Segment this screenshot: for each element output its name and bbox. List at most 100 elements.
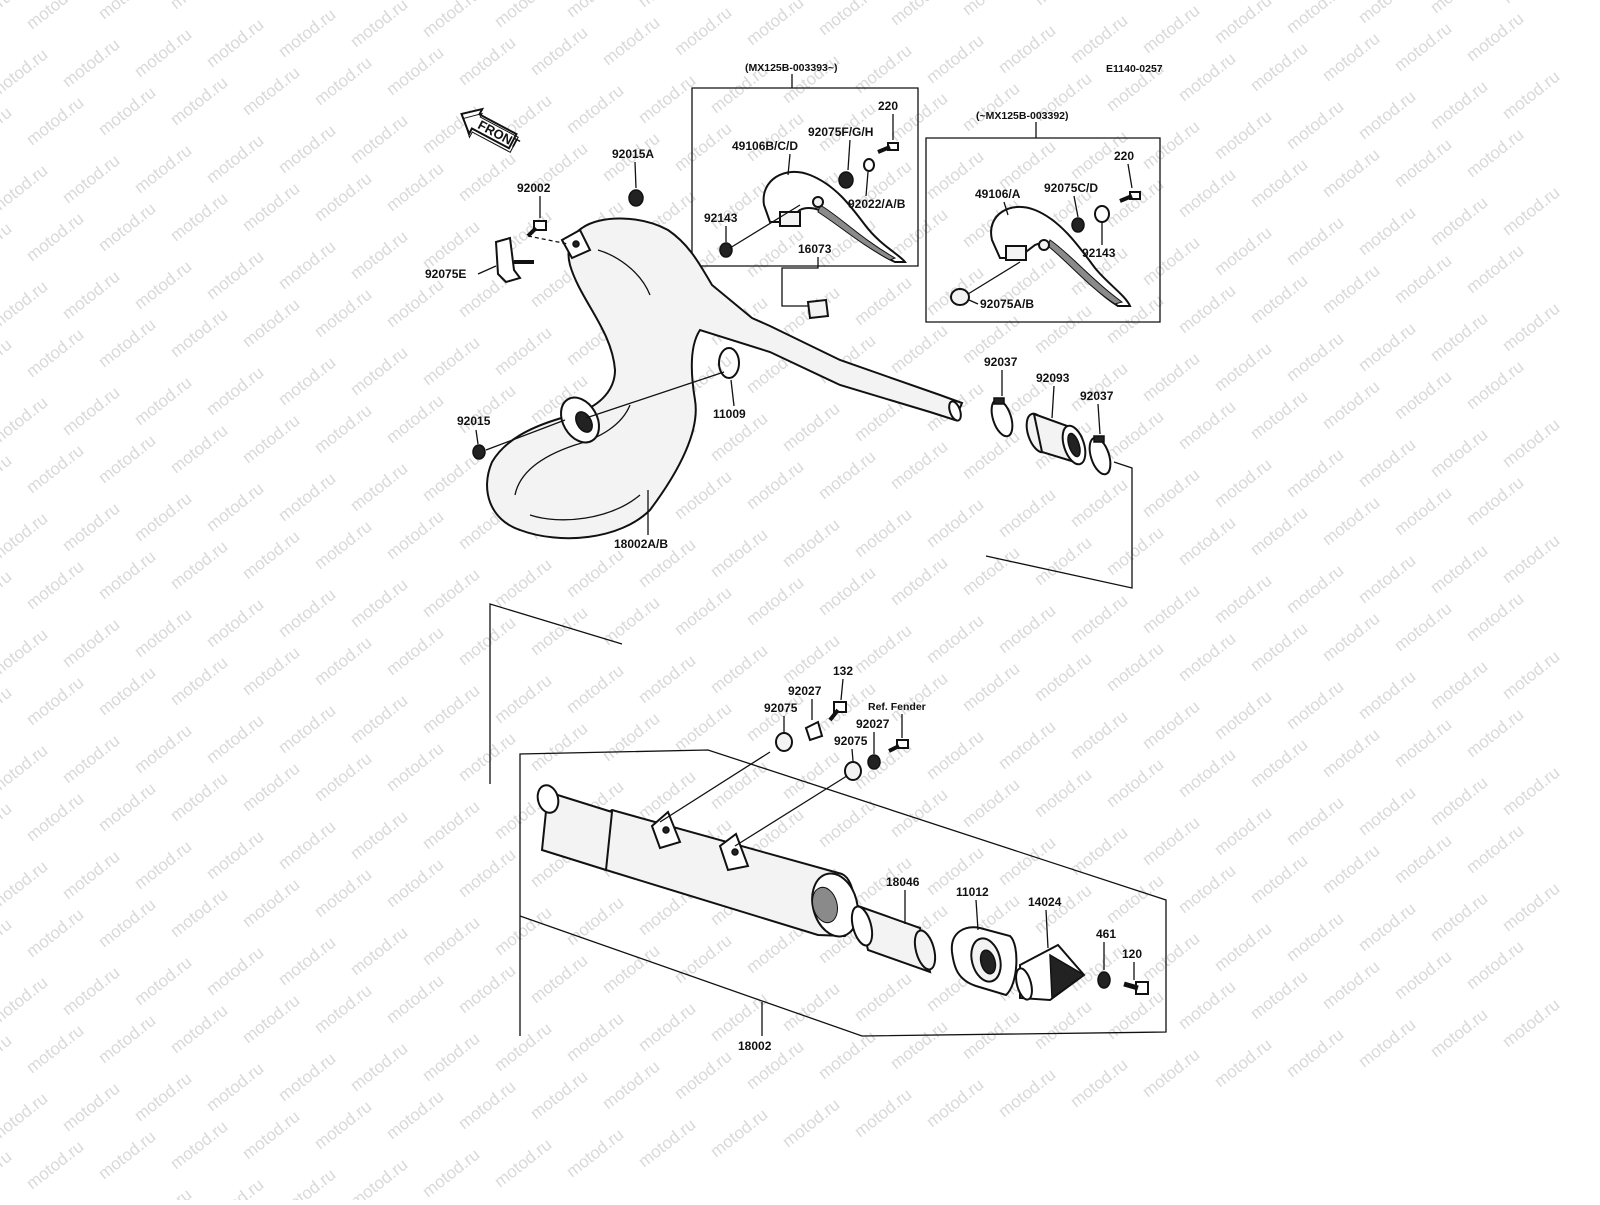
watermark-text: motod.ru (383, 159, 448, 215)
watermark-text: motod.ru (779, 1095, 844, 1151)
watermark-text: motod.ru (1067, 359, 1132, 415)
watermark-text: motod.ru (1355, 783, 1420, 839)
watermark-text: motod.ru (239, 643, 304, 699)
watermark-text: motod.ru (0, 567, 15, 623)
watermark-text: motod.ru (131, 141, 196, 197)
watermark-text: motod.ru (1391, 19, 1456, 75)
box-new-heading: (MX125B-003393~) (745, 62, 838, 74)
watermark-text: motod.ru (1499, 995, 1564, 1051)
watermark-text: motod.ru (167, 769, 232, 825)
watermark-text: motod.ru (131, 721, 196, 777)
watermark-text: motod.ru (131, 489, 196, 545)
watermark-text: motod.ru (23, 557, 88, 613)
label-120: 120 (1122, 947, 1142, 961)
watermark-text: motod.ru (1427, 309, 1492, 365)
watermark-text: motod.ru (419, 797, 484, 853)
watermark-text: motod.ru (959, 543, 1024, 599)
watermark-text: motod.ru (851, 273, 916, 329)
watermark-text: motod.ru (167, 421, 232, 477)
watermark-text: motod.ru (0, 1147, 15, 1200)
watermark-text: motod.ru (815, 563, 880, 619)
watermark-text: motod.ru (1283, 0, 1348, 37)
watermark-text: motod.ru (95, 1127, 160, 1183)
watermark-text: motod.ru (0, 973, 51, 1029)
watermark-text: motod.ru (1319, 145, 1384, 201)
watermark-text: motod.ru (1499, 67, 1564, 123)
watermark-text: motod.ru (923, 495, 988, 551)
sleeve-92093 (1025, 412, 1087, 466)
watermark-text: motod.ru (1211, 0, 1276, 47)
watermark-text: motod.ru (0, 451, 15, 507)
watermark-text: motod.ru (59, 1079, 124, 1135)
watermark-text: motod.ru (923, 727, 988, 783)
watermark-text: motod.ru (455, 613, 520, 669)
collar-92075cd (1071, 217, 1085, 233)
watermark-text: motod.ru (0, 219, 15, 275)
watermark-text: motod.ru (1139, 929, 1204, 985)
watermark-text: motod.ru (815, 0, 880, 39)
watermark-text: motod.ru (491, 903, 556, 959)
watermark-text: motod.ru (1103, 871, 1168, 927)
watermark-text: motod.ru (1427, 889, 1492, 945)
watermark-text: motod.ru (1355, 899, 1420, 955)
old-guard-bracket (1005, 245, 1027, 261)
watermark-text: motod.ru (311, 517, 376, 573)
watermark-text: motod.ru (23, 673, 88, 729)
label-92075-b: 92075 (834, 734, 868, 748)
watermark-text: motod.ru (0, 799, 15, 855)
label-16073: 16073 (798, 242, 832, 256)
watermark-text: motod.ru (1463, 821, 1528, 877)
watermark-text: motod.ru (1103, 639, 1168, 695)
watermark-text: motod.ru (995, 485, 1060, 541)
watermark-text: motod.ru (1103, 755, 1168, 811)
watermark-text: motod.ru (1175, 745, 1240, 801)
watermark-text: motod.ru (419, 565, 484, 621)
watermark-text: motod.ru (1103, 987, 1168, 1043)
watermark-text: motod.ru (1427, 1005, 1492, 1061)
watermark-text: motod.ru (383, 43, 448, 99)
watermark-text: motod.ru (635, 651, 700, 707)
watermark-text: motod.ru (887, 0, 952, 29)
watermark-text: motod.ru (1139, 233, 1204, 289)
watermark-text: motod.ru (347, 227, 412, 283)
joint-set: 92037 92093 92037 (984, 355, 1133, 589)
watermark-text: motod.ru (851, 41, 916, 97)
watermark-text: motod.ru (167, 537, 232, 593)
watermark-text: motod.ru (1139, 117, 1204, 173)
watermark-text: motod.ru (1391, 251, 1456, 307)
watermark-text: motod.ru (347, 111, 412, 167)
watermark-text: motod.ru (455, 149, 520, 205)
watermark-text: motod.ru (347, 1039, 412, 1095)
watermark-text: motod.ru (1211, 687, 1276, 743)
label-92002: 92002 (517, 181, 551, 195)
watermark-text: motod.ru (815, 447, 880, 503)
watermark-text: motod.ru (455, 845, 520, 901)
watermark-text: motod.ru (0, 45, 51, 101)
watermark-text: motod.ru (311, 285, 376, 341)
watermark-text: motod.ru (311, 981, 376, 1037)
watermark-text: motod.ru (1355, 435, 1420, 491)
label-92037-a: 92037 (984, 355, 1018, 369)
watermark-text: motod.ru (0, 393, 51, 449)
watermark-text: motod.ru (59, 731, 124, 787)
watermark-text: motod.ru (1463, 473, 1528, 529)
watermark-text: motod.ru (23, 905, 88, 961)
watermark-text: motod.ru (527, 603, 592, 659)
watermark-text: motod.ru (0, 1089, 51, 1145)
watermark-text: motod.ru (1463, 125, 1528, 181)
watermark-text: motod.ru (599, 1057, 664, 1113)
watermark-text: motod.ru (275, 701, 340, 757)
watermark-text: motod.ru (491, 671, 556, 727)
watermark-text: motod.ru (599, 13, 664, 69)
watermark-text: motod.ru (311, 1097, 376, 1153)
watermark-text: motod.ru (563, 0, 628, 21)
watermark-text: motod.ru (23, 1137, 88, 1193)
watermark-text: motod.ru (275, 1049, 340, 1105)
watermark-text: motod.ru (59, 963, 124, 1019)
heat-guard-box-new: (MX125B-003393~) 220 92075F/G/H 49106B/C… (691, 62, 919, 267)
watermark-text: motod.ru (275, 933, 340, 989)
watermark-text: motod.ru (59, 35, 124, 91)
watermark-text: motod.ru (563, 545, 628, 601)
watermark-text: motod.ru (239, 527, 304, 583)
watermark-text: motod.ru (1319, 609, 1384, 665)
